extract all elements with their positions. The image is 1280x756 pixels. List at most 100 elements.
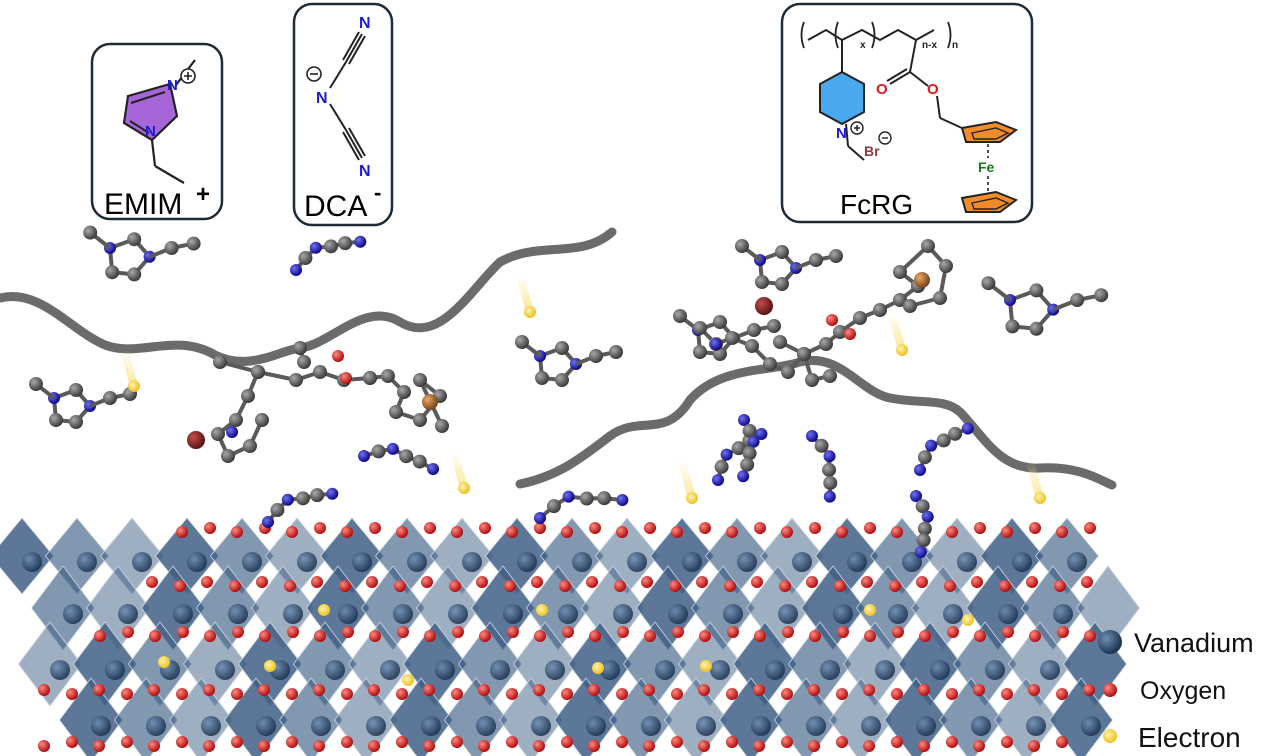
oxygen-atom	[259, 630, 271, 642]
oxygen-atom	[287, 626, 299, 638]
oxygen-atom	[534, 630, 546, 642]
oxygen-atom	[724, 580, 736, 592]
vanadium-atom	[641, 716, 661, 736]
electron-trail	[678, 458, 696, 502]
vanadium-atom	[352, 552, 372, 572]
vanadium-polyhedron	[609, 677, 673, 756]
oxygen-atom	[148, 684, 160, 696]
vanadium-atom	[930, 660, 950, 680]
nitrogen-atom	[910, 490, 922, 502]
nitrogen-atom	[386, 442, 399, 455]
bromide-ion	[755, 297, 773, 315]
carbon-atom	[83, 225, 98, 240]
carbon-atom	[731, 441, 746, 456]
oxygen-atom	[918, 684, 930, 696]
emim-n1-label: N	[167, 77, 178, 94]
polymer-chain-right	[515, 355, 1117, 490]
carbon-atom	[745, 339, 759, 353]
carbon-atom	[371, 444, 386, 459]
vanadium-atom	[902, 552, 922, 572]
oxygen-atom	[122, 626, 134, 638]
carbon-atom	[243, 439, 257, 453]
carbon-atom	[435, 419, 449, 433]
oxygen-atom	[94, 630, 106, 642]
nitrogen-atom	[925, 439, 938, 452]
carbon-atom	[755, 275, 769, 289]
oxygen-atom	[836, 526, 848, 538]
oxygen-atom	[589, 630, 601, 642]
oxygen-atom	[971, 576, 983, 588]
oxygen-atom	[506, 688, 518, 700]
oxygen-atom	[66, 688, 78, 700]
nitrogen-atom	[914, 464, 926, 476]
nitrogen-atom	[720, 448, 733, 461]
carbon-atom	[725, 331, 739, 345]
vanadium-atom	[820, 660, 840, 680]
electron-dot	[158, 656, 170, 668]
oxygen-legend-icon	[1103, 683, 1117, 697]
fcrg-label: FcRG	[840, 189, 913, 220]
oxygen-atom	[396, 526, 408, 538]
vanadium-atom	[655, 660, 675, 680]
vanadium-atom	[338, 604, 358, 624]
oxygen-atom	[616, 688, 628, 700]
carbon-atom	[255, 413, 269, 427]
bromide-ion	[187, 431, 205, 449]
oxygen-atom	[699, 522, 711, 534]
oxygen-atom	[726, 688, 738, 700]
carbon-atom	[69, 415, 83, 429]
electron-dot	[536, 604, 548, 616]
electron-dot	[592, 662, 604, 674]
vanadium-polyhedron	[1049, 677, 1113, 756]
oxygen-atom	[973, 684, 985, 696]
emim-structure-box: N N EMIM +	[90, 42, 224, 221]
nitrogen-atom	[961, 422, 974, 435]
electron-dot	[700, 660, 712, 672]
oxygen-atom	[999, 580, 1011, 592]
nitrogen-atom	[747, 435, 760, 448]
vanadium-polyhedron	[224, 677, 288, 756]
vanadium-atom	[50, 660, 70, 680]
electron-dot	[458, 482, 470, 494]
oxygen-atom	[754, 522, 766, 534]
oxygen-atom	[342, 626, 354, 638]
oxygen-atom	[424, 522, 436, 534]
oxygen-atom	[506, 526, 518, 538]
oxygen-atom	[726, 736, 738, 748]
carbon-atom	[693, 321, 707, 335]
nitrogen-atom	[427, 462, 440, 475]
electron-trail	[888, 310, 906, 354]
oxygen-atom	[1056, 736, 1068, 748]
carbon-atom	[389, 405, 403, 419]
carbon-atom	[915, 499, 930, 514]
electron-trail	[450, 448, 468, 492]
nitrogen-atom	[281, 493, 294, 506]
vanadium-atom	[1067, 552, 1087, 572]
oxygen-atom	[66, 736, 78, 748]
vanadium-atom	[517, 552, 537, 572]
oxygen-atom	[121, 736, 133, 748]
fcrg-o-ester-label: O	[927, 81, 939, 98]
vanadium-atom	[63, 604, 83, 624]
oxygen-atom	[669, 580, 681, 592]
oxygen-atom	[698, 740, 710, 752]
dca-n-top-label: N	[359, 15, 371, 32]
carbon-atom	[936, 433, 951, 448]
oxygen-atom	[332, 350, 344, 362]
carbon-atom	[127, 267, 142, 282]
oxygen-atom	[504, 580, 516, 592]
oxygen-atom	[1029, 522, 1041, 534]
dca-n-bottom-label: N	[359, 163, 371, 180]
legend-item-electron: Electron	[1103, 722, 1241, 753]
oxygen-atom	[616, 526, 628, 538]
vanadium-atom	[792, 552, 812, 572]
vanadium-atom	[833, 604, 853, 624]
oxygen-atom	[916, 576, 928, 588]
carbon-atom	[103, 391, 117, 405]
oxygen-atom	[174, 580, 186, 592]
carbon-atom	[213, 355, 227, 369]
carbon-atom	[805, 373, 819, 387]
oxygen-atom	[286, 688, 298, 700]
